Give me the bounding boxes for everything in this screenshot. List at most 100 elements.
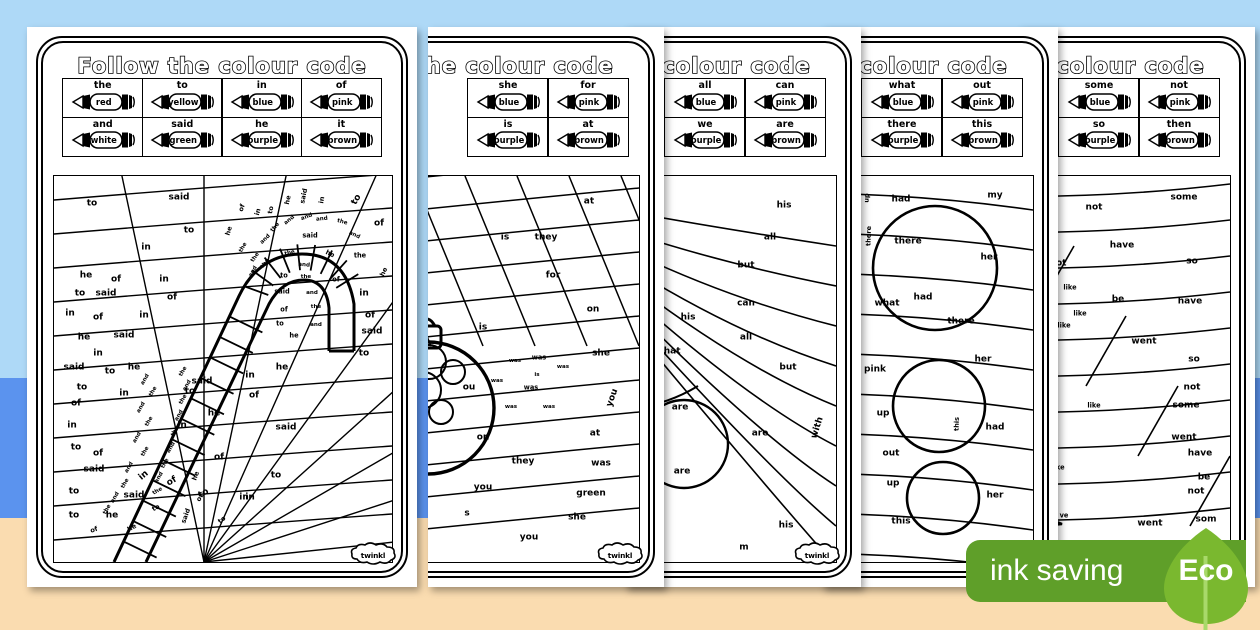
colour-code-word: in <box>256 80 267 92</box>
colour-code-word: there <box>887 118 917 130</box>
crayon-icon: pink <box>752 92 818 112</box>
page-border-inner <box>822 41 1044 573</box>
puzzle-word: of <box>248 390 260 401</box>
puzzle-word: pink <box>864 364 886 375</box>
puzzle-word: like <box>1057 321 1071 330</box>
colour-name-label: purple <box>247 135 279 146</box>
puzzle-word: this <box>891 516 911 527</box>
puzzle-word: have <box>1109 240 1135 251</box>
colour-code-entry: then brown <box>1138 116 1220 157</box>
puzzle-word: said <box>83 464 105 475</box>
puzzle-word: not <box>1085 202 1103 213</box>
crayon-icon: blue <box>475 92 541 112</box>
puzzle-word: had <box>891 194 911 205</box>
puzzle-word: to <box>184 386 196 397</box>
puzzle-word: all <box>763 232 777 243</box>
puzzle-word: not <box>1187 486 1205 497</box>
colour-code-word: of <box>335 80 347 92</box>
puzzle-word: be <box>1111 294 1125 305</box>
puzzle-word: they <box>511 456 535 467</box>
puzzle-word: of <box>70 398 82 409</box>
puzzle-word: she <box>592 348 610 359</box>
puzzle-word: his <box>778 520 794 531</box>
puzzle-word: was <box>523 383 539 392</box>
ink-saving-label: ink saving <box>990 554 1124 587</box>
puzzle-word: of <box>280 305 288 314</box>
colour-code-word: not <box>1170 80 1188 92</box>
puzzle-word: went <box>1131 336 1157 347</box>
worksheet-card-bauble[interactable]: Follow the colour code she blue for pink ispu… <box>428 27 664 587</box>
colour-name-label: blue <box>252 96 273 107</box>
eco-label: Eco <box>1178 554 1234 587</box>
puzzle-word: in <box>67 420 77 431</box>
colour-code-word: what <box>888 80 916 92</box>
colour-code-word: is <box>503 118 513 130</box>
colour-code-word: the <box>93 80 112 92</box>
crayon-icon: blue <box>1066 92 1132 112</box>
puzzle-word: in <box>245 492 255 503</box>
colour-name-label: brown <box>1165 135 1195 146</box>
puzzle-word: what <box>874 298 900 309</box>
puzzle-word: she <box>568 512 586 523</box>
crayon-icon: purple <box>475 130 541 150</box>
page-border-inner <box>428 41 650 573</box>
colour-code-word: then <box>1166 118 1192 130</box>
puzzle-word: had <box>913 292 933 303</box>
puzzle-word: in <box>159 274 169 285</box>
puzzle-word: of <box>92 312 104 323</box>
colour-code-word: he <box>255 118 269 130</box>
puzzle-word: for <box>545 270 561 281</box>
puzzle-word: they <box>534 232 558 243</box>
twinkl-logo-text: twinkl <box>607 550 633 560</box>
colour-code-word: at <box>582 118 594 130</box>
crayon-icon: blue <box>229 92 295 112</box>
puzzle-word: was <box>542 404 556 411</box>
puzzle-word: s <box>464 508 470 519</box>
colour-code-word: and <box>92 118 113 130</box>
crayon-icon: pink <box>1146 92 1212 112</box>
colour-code-word: to <box>176 80 188 92</box>
puzzle-word: in <box>119 388 129 399</box>
puzzle-word: said <box>63 362 85 373</box>
worksheet-title: Follow the colour code <box>428 53 614 79</box>
puzzle-word: in <box>139 310 149 321</box>
puzzle-word: are <box>751 428 769 439</box>
crayon-icon: yellow <box>149 92 215 112</box>
puzzle-word: said <box>302 231 318 240</box>
puzzle-word: but <box>779 362 797 373</box>
puzzle-word: some <box>1172 400 1200 411</box>
colour-name-label: pink <box>578 96 600 107</box>
puzzle-word: at <box>583 196 595 207</box>
puzzle-word: the <box>353 251 367 260</box>
crayon-icon: brown <box>1146 130 1212 150</box>
crayon-icon: pink <box>555 92 621 112</box>
leaf-icon <box>1152 526 1260 630</box>
crayon-icon: green <box>149 130 215 150</box>
puzzle-word: to <box>86 198 98 209</box>
puzzle-word: to <box>358 348 370 359</box>
page-border-outer <box>822 36 1049 578</box>
puzzle-word: to <box>68 486 80 497</box>
puzzle-word: have <box>1177 296 1203 307</box>
puzzle-word: at <box>589 428 601 439</box>
puzzle-word: out <box>882 448 900 459</box>
colour-code-word: for <box>580 80 596 92</box>
puzzle-word: like <box>1073 309 1087 318</box>
puzzle-word: ou <box>462 382 476 393</box>
crayon-icon: purple <box>229 130 295 150</box>
puzzle-word: but <box>737 260 755 271</box>
puzzle-word: to <box>70 442 82 453</box>
colour-name-label: pink <box>972 96 994 107</box>
